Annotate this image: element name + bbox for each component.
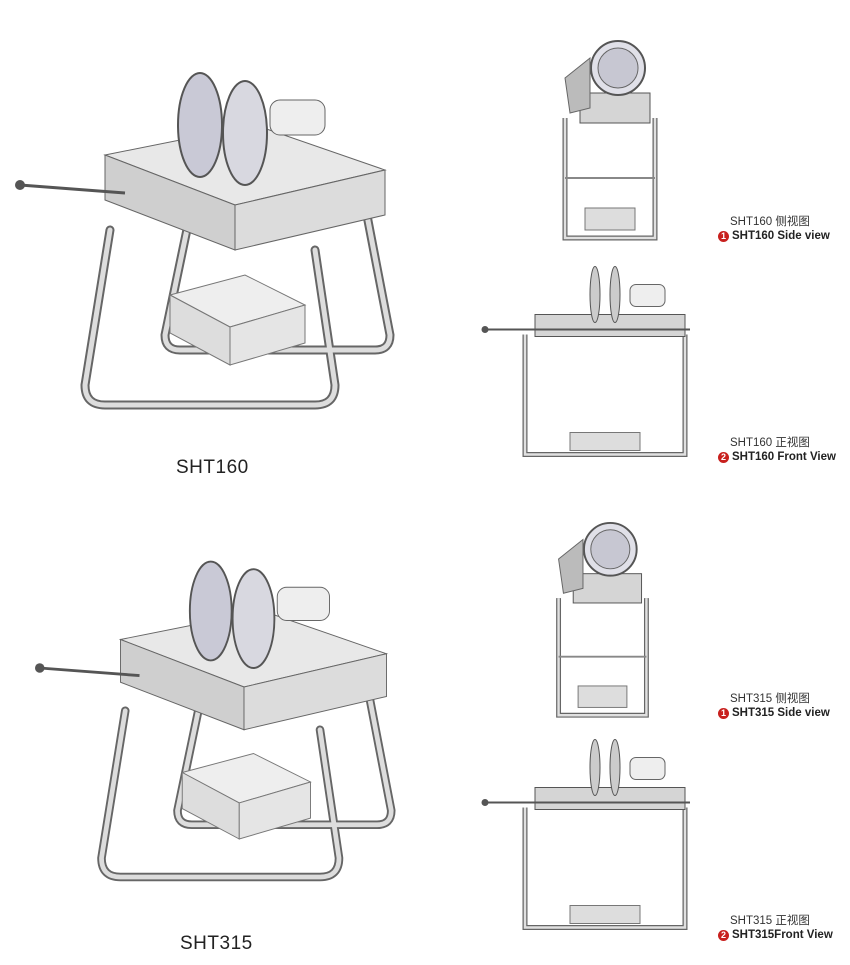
number-badge-1: 1	[718, 707, 729, 719]
sht160-front-caption-cn: SHT160 正视图	[730, 437, 810, 449]
sht315-front-view-drawing	[480, 735, 700, 940]
number-badge-1: 1	[718, 230, 729, 242]
sht160-isometric-drawing	[15, 60, 415, 430]
sht315-model-label: SHT315	[180, 933, 253, 954]
sht160-side-view-drawing	[550, 38, 670, 248]
sht160-front-view-drawing	[480, 262, 700, 467]
sht315-front-caption-en: SHT315Front View	[732, 929, 833, 941]
number-badge-2: 2	[718, 451, 729, 463]
sht160-side-caption-cn: SHT160 侧视图	[730, 216, 810, 228]
sht160-side-caption-en: SHT160 Side view	[732, 230, 830, 242]
number-badge-2: 2	[718, 929, 729, 941]
sht160-model-label: SHT160	[176, 457, 249, 478]
sht315-front-caption-cn: SHT315 正视图	[730, 915, 810, 927]
sht160-front-caption-en: SHT160 Front View	[732, 451, 836, 463]
sht315-side-caption-en: SHT315 Side view	[732, 707, 830, 719]
sht315-side-caption-cn: SHT315 侧视图	[730, 693, 810, 705]
sht315-isometric-drawing	[35, 540, 415, 910]
sht315-side-view-drawing	[540, 520, 665, 725]
